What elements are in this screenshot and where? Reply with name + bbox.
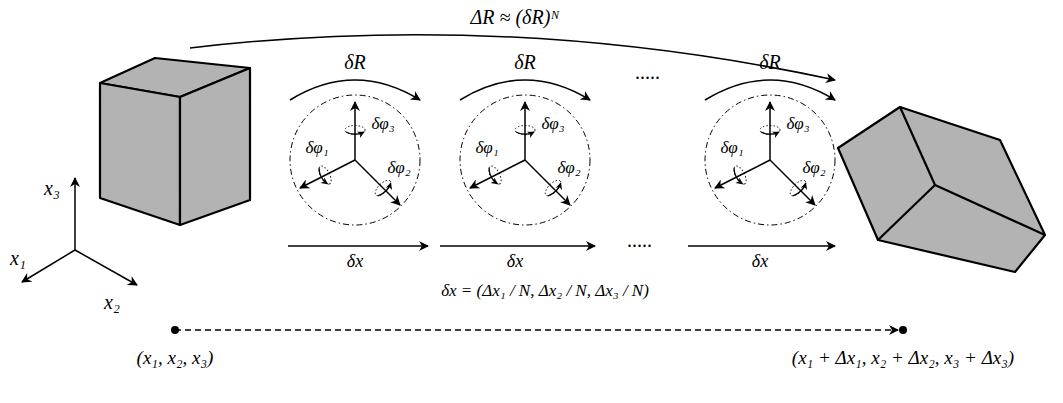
rotation-angle-label: δφ₂: [557, 159, 580, 178]
rotation-ellipse: [373, 178, 394, 199]
math-label: (x₁, x₂, x₃): [137, 348, 214, 369]
rotation-ellipse: [731, 164, 748, 186]
axis-set: [300, 102, 400, 205]
cube: [100, 58, 250, 225]
math-label: x₁: [10, 247, 26, 269]
math-label: ΔR ≈ (δR)ᴺ: [471, 6, 560, 28]
math-label: (x₁ + Δx₁, x₂ + Δx₂, x₃ + Δx₃): [792, 348, 1014, 369]
rotation-circle: δφ₁ δφ₃ δφ₂: [288, 93, 422, 227]
math-label: δx: [507, 252, 523, 272]
math-label: δx = (Δx₁ / N, Δx₂ / N, Δx₃ / N): [441, 282, 649, 301]
math-label: δx: [347, 252, 363, 272]
axis-arrow: [470, 160, 525, 188]
rotation-axes: [300, 102, 815, 205]
translation-path: [171, 326, 907, 334]
math-label: x₃: [44, 177, 60, 199]
rotation-angle-label: δφ₁: [305, 139, 328, 158]
rotation-angle-label: δφ₃: [541, 115, 564, 134]
step-translation-arrows: [288, 245, 835, 247]
math-label: δR: [759, 51, 781, 73]
rotation-ellipse: [316, 164, 333, 186]
axis-arrow: [354, 102, 356, 160]
rotation-angle-label: δφ₁: [475, 139, 498, 158]
rotation-circle: δφ₁ δφ₃ δφ₂: [703, 93, 837, 227]
rotation-angle-label: δφ₃: [786, 115, 809, 134]
axis-arrow: [300, 160, 355, 188]
total-rotation-arrow: [190, 35, 835, 80]
math-label: δR: [514, 51, 536, 73]
axis-arrow: [715, 160, 770, 188]
rotation-ellipse: [345, 126, 365, 135]
rotated-cube: [838, 107, 1045, 272]
axis-arrow: [524, 102, 526, 160]
axis-set: [715, 102, 815, 205]
rotation-ellipse: [486, 164, 503, 186]
rotation-angle-label: δφ₁: [720, 139, 743, 158]
rotation-ellipse: [515, 126, 535, 135]
math-label: x₂: [104, 291, 120, 313]
rotation-circle: δφ₁ δφ₃ δφ₂: [458, 93, 592, 227]
axis-arrow: [769, 102, 771, 160]
rotation-ellipse: [543, 178, 564, 199]
math-label: δx: [752, 252, 768, 272]
math-label: .....: [628, 229, 653, 251]
math-label: δR: [344, 51, 366, 73]
rotation-angle-label: δφ₂: [802, 159, 825, 178]
rotation-ellipse: [760, 126, 780, 135]
rotation-angle-label: δφ₃: [371, 115, 394, 134]
rotation-ellipse: [788, 178, 809, 199]
axis-set: [470, 102, 570, 205]
rotation-angle-label: δφ₂: [387, 159, 410, 178]
math-label: .....: [636, 61, 661, 83]
